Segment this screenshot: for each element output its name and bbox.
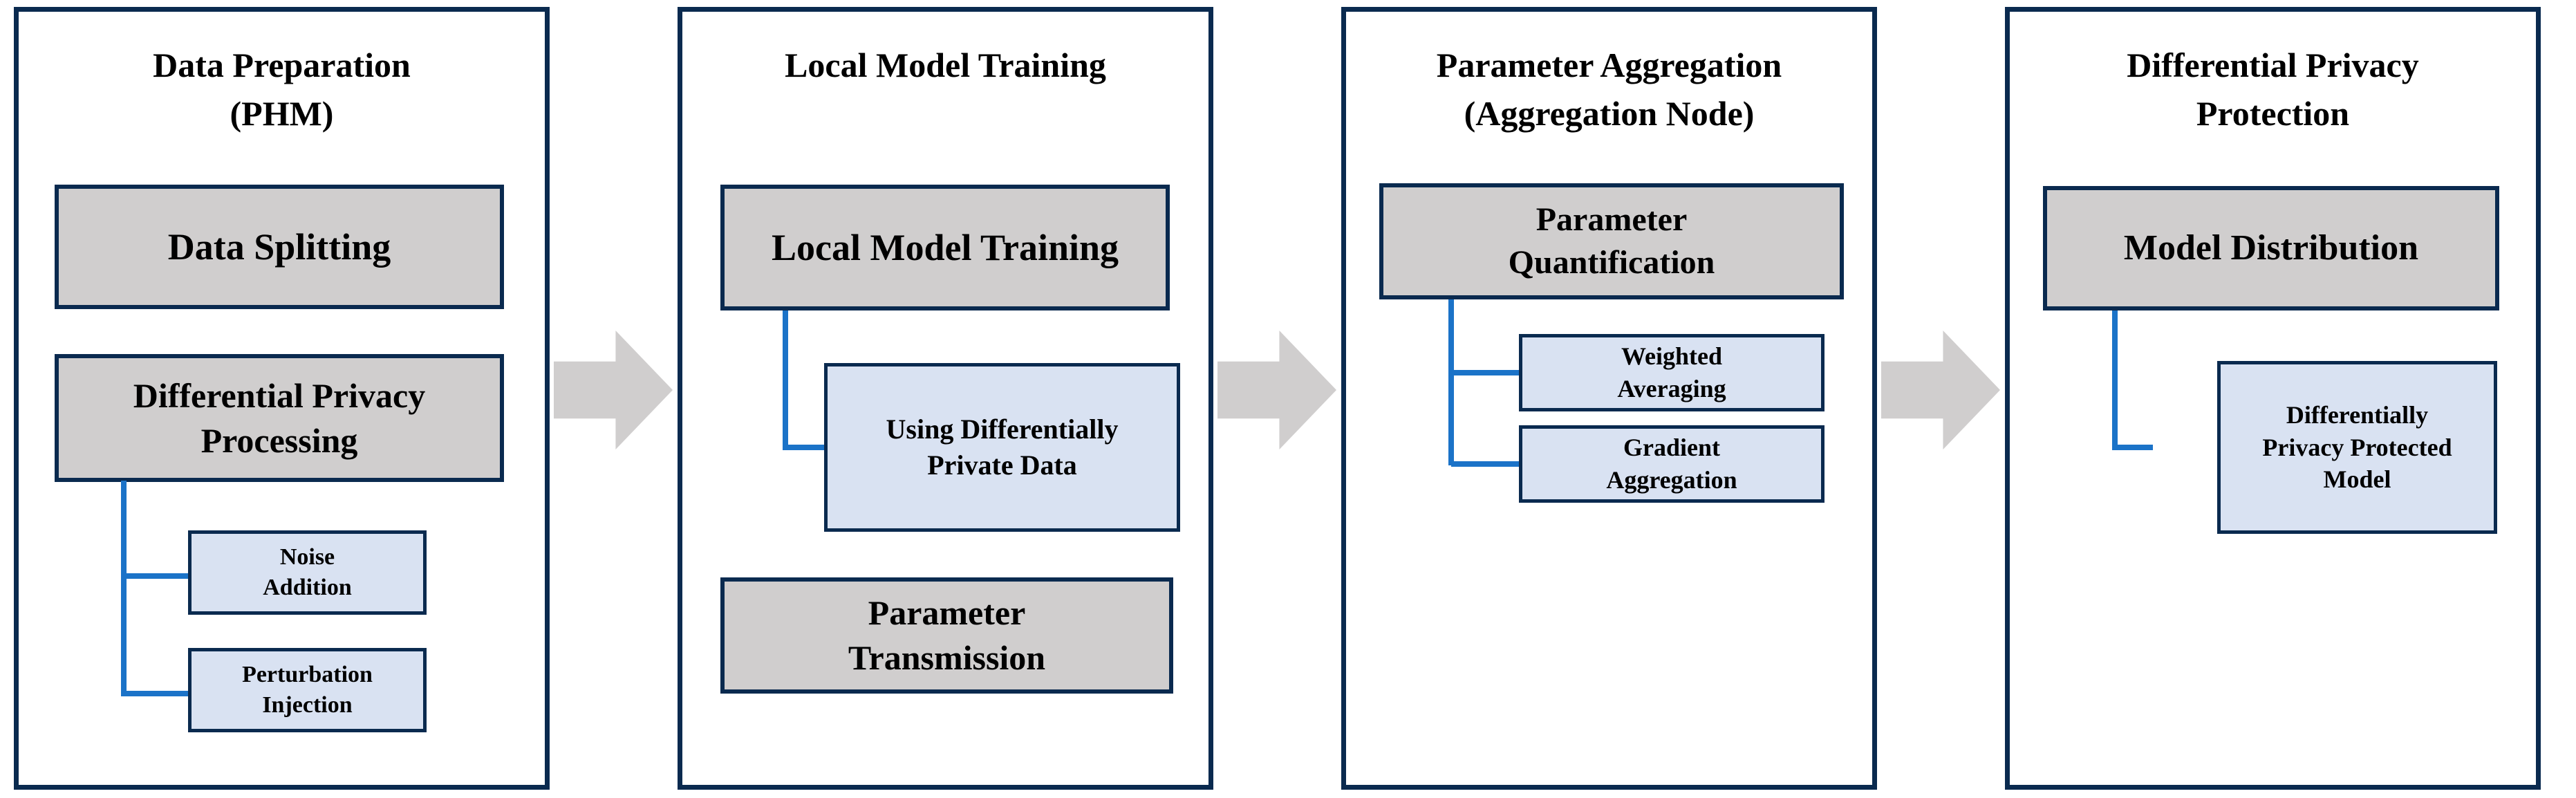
connector-vertical [2112,310,2118,450]
box-differential-privacy-processing: Differential Privacy Processing [55,354,504,482]
box-noise-addition: Noise Addition [188,530,427,615]
connector-vertical [121,481,127,696]
box-differentially-privacy-protected-model: Differentially Privacy Protected Model [2217,361,2497,534]
box-perturbation-injection: Perturbation Injection [188,648,427,732]
connector-stub-gradient-aggregation [1451,461,1520,467]
connector-stub-using-dp-data [785,445,827,450]
flow-arrow-right-icon [554,331,673,449]
connector-stub-perturbation-injection [124,691,189,696]
connector-vertical [783,310,788,450]
box-model-distribution: Model Distribution [2043,186,2499,310]
box-gradient-aggregation: Gradient Aggregation [1519,425,1824,503]
box-local-model-training: Local Model Training [720,185,1170,310]
flow-arrow-right-icon [1881,331,2000,449]
panel-title-differential-privacy-protection: Differential Privacy Protection [2127,46,2419,133]
panel-title-data-preparation: Data Preparation (PHM) [153,46,411,133]
connector-stub-dp-protected-model [2115,445,2153,450]
panel-parameter-aggregation: Parameter Aggregation (Aggregation Node)… [1341,7,1877,790]
box-using-differentially-private-data: Using Differentially Private Data [824,363,1180,532]
box-parameter-quantification: Parameter Quantification [1379,183,1844,299]
panel-title-parameter-aggregation: Parameter Aggregation (Aggregation Node) [1436,46,1782,133]
panel-data-preparation: Data Preparation (PHM) Data Splitting Di… [14,7,550,790]
connector-vertical [1448,299,1454,465]
box-data-splitting: Data Splitting [55,185,504,309]
box-weighted-averaging: Weighted Averaging [1519,334,1824,411]
panel-differential-privacy-protection: Differential Privacy Protection Model Di… [2005,7,2541,790]
flow-arrow-right-icon [1217,331,1336,449]
panel-title-local-model-training: Local Model Training [785,46,1106,84]
arrow-gap-3 [1877,7,2005,790]
connector-stub-weighted-averaging [1451,370,1520,375]
arrow-gap-1 [550,7,678,790]
connector-stub-noise-addition [124,573,189,579]
box-parameter-transmission: Parameter Transmission [720,577,1173,694]
panel-local-model-training: Local Model Training Local Model Trainin… [678,7,1213,790]
arrow-gap-2 [1213,7,1341,790]
